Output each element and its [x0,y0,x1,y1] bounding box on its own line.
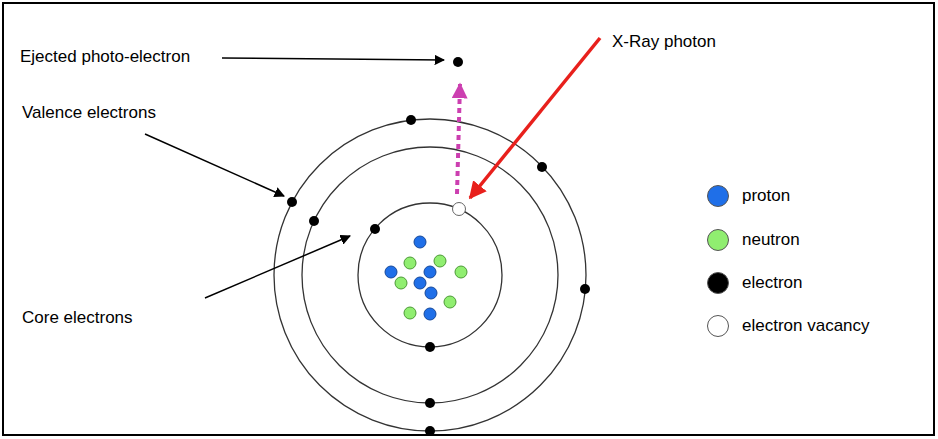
legend-swatch [707,272,729,294]
electron [425,398,435,408]
proton [414,277,426,289]
electron [309,216,319,226]
label: Valence electrons [22,103,156,123]
electron [406,115,416,125]
proton [414,236,426,248]
electron [537,162,547,172]
label: Core electrons [22,308,133,328]
legend-text: electron vacancy [742,316,870,336]
legend-text: proton [742,186,790,206]
ejection-arrow [457,84,460,194]
neutron [404,257,416,269]
legend-swatch [707,185,729,207]
legend-text: neutron [742,230,800,250]
proton [425,287,437,299]
ejected-electron [453,57,463,67]
proton [424,308,436,320]
nucleus [385,236,467,320]
legend-text: electron [742,273,802,293]
outer-shell [274,119,586,431]
legend-swatch [707,315,729,337]
electrons [287,57,590,436]
photon-arrow [470,38,600,198]
frame [3,3,934,435]
neutron [444,296,456,308]
electron [425,342,435,352]
electron [580,284,590,294]
electron [287,197,297,207]
electron [370,224,380,234]
leader-line [222,58,444,60]
electron [425,426,435,436]
leader-line [205,236,350,298]
proton [385,266,397,278]
middle-shell [302,147,558,403]
legend-swatch [707,229,729,251]
neutron [404,307,416,319]
label: Ejected photo-electron [20,47,190,67]
neutron [434,255,446,267]
electron-vacancy [453,203,466,216]
neutron [395,277,407,289]
proton [424,266,436,278]
inner-shell [358,203,502,347]
label: X-Ray photon [612,32,716,52]
leader-line [145,134,284,196]
neutron [455,266,467,278]
